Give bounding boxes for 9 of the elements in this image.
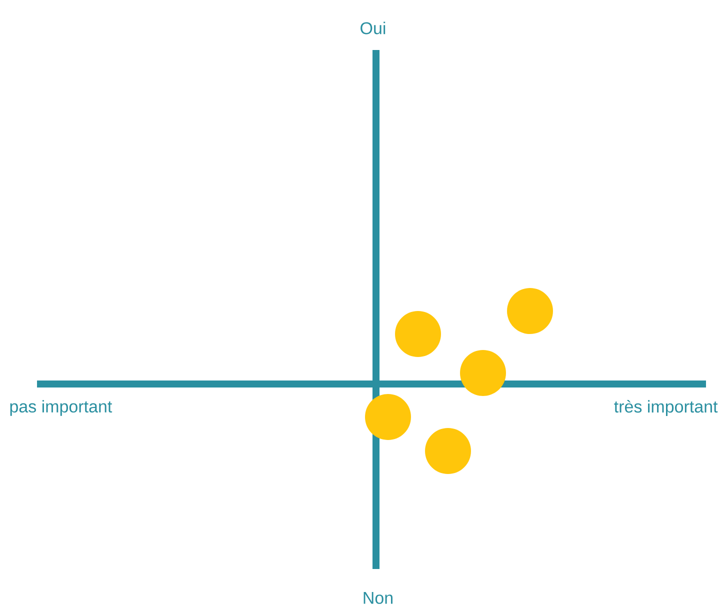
dot [460, 350, 506, 396]
dot [365, 394, 411, 440]
axis-label: pas important [10, 400, 112, 416]
dot [425, 428, 471, 474]
axis-label: Oui [360, 22, 386, 34]
axis-label: très important [614, 400, 718, 416]
dot [507, 288, 553, 334]
dot [395, 310, 441, 357]
axis-label: Non [364, 592, 392, 604]
